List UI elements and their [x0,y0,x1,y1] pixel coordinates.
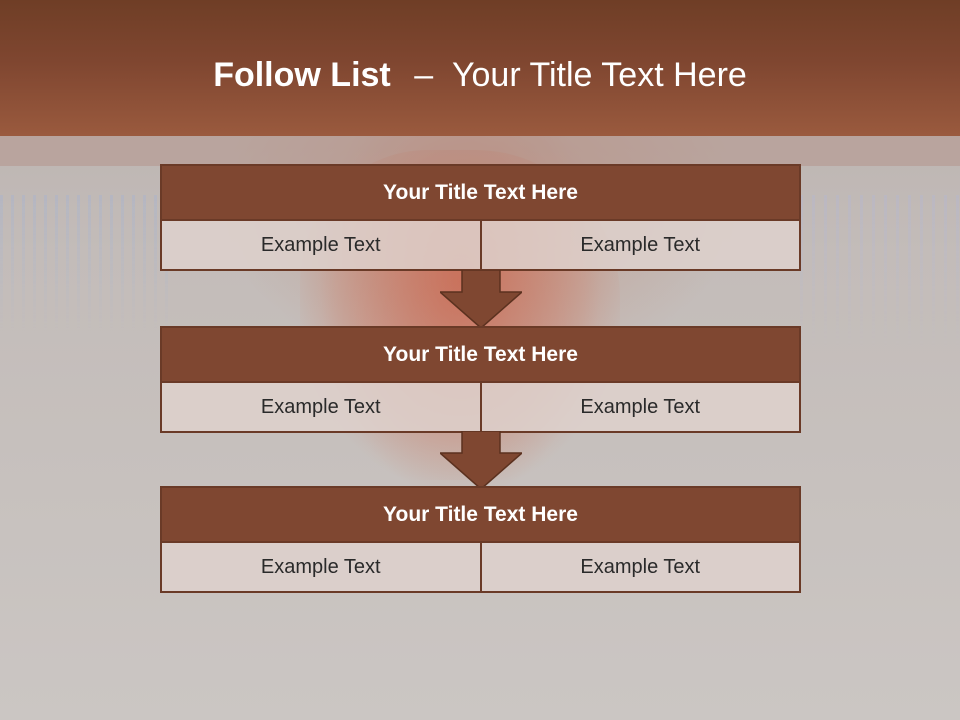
block-3-right-text[interactable]: Example Text [479,543,800,591]
follow-list-block-3[interactable]: Your Title Text Here Example Text Exampl… [160,486,801,593]
down-arrow-icon-2 [440,431,522,489]
down-arrow-icon-1 [440,270,522,328]
block-2-title[interactable]: Your Title Text Here [160,326,801,383]
block-2-left-text[interactable]: Example Text [260,395,381,418]
background-lights-left [0,195,170,395]
slide-title-dash: – [414,56,434,94]
block-1-left-text[interactable]: Example Text [260,233,381,256]
block-2-right-text[interactable]: Example Text [479,383,800,431]
block-3-title[interactable]: Your Title Text Here [160,486,801,543]
block-1-right-text[interactable]: Example Text [479,221,800,269]
follow-list-block-1[interactable]: Your Title Text Here Example Text Exampl… [160,164,801,271]
block-3-row: Example Text Example Text [160,543,801,593]
background-band [0,136,960,166]
follow-list-block-2[interactable]: Your Title Text Here Example Text Exampl… [160,326,801,433]
slide-header: Follow List – Your Title Text Here [0,0,960,136]
block-2-row: Example Text Example Text [160,383,801,433]
slide-title-strong: Follow List [213,56,391,94]
slide-title[interactable]: Follow List – Your Title Text Here [0,52,960,98]
slide-title-rest: Your Title Text Here [451,56,747,94]
block-3-left-text[interactable]: Example Text [260,555,381,578]
block-1-title[interactable]: Your Title Text Here [160,164,801,221]
block-1-row: Example Text Example Text [160,221,801,271]
background-lights-right [800,195,960,405]
